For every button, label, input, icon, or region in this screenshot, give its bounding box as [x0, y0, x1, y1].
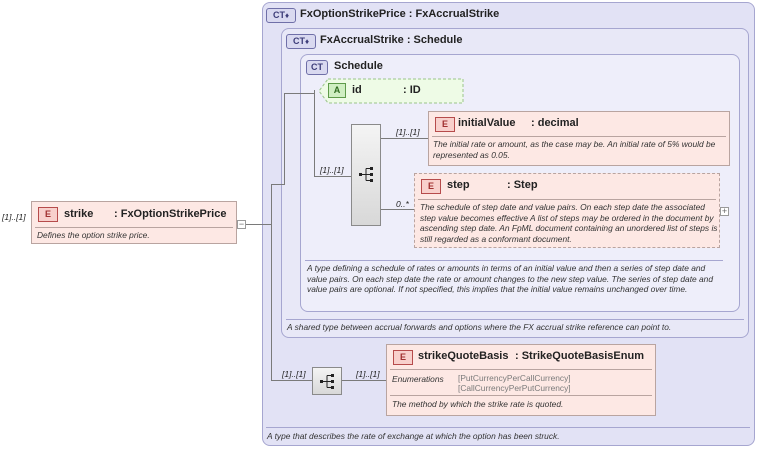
type-description: A type defining a schedule of rates or a… — [307, 263, 713, 294]
element-badge: E — [393, 350, 413, 365]
connector — [271, 380, 312, 381]
element-description: The initial rate or amount, as the case … — [433, 139, 716, 160]
element-type: : Step — [507, 179, 538, 191]
attribute-badge: A — [328, 83, 346, 98]
occurrence-label: 0..* — [396, 199, 409, 209]
connector — [390, 138, 428, 139]
connector — [284, 93, 285, 185]
expand-toggle[interactable]: + — [720, 206, 729, 216]
occurrence-label: [1]..[1] — [396, 127, 420, 137]
sequence-icon — [320, 374, 334, 389]
enumeration-value: [PutCurrencyPerCallCurrency] — [458, 373, 571, 383]
element-type: : decimal — [531, 117, 579, 129]
connector — [314, 176, 351, 177]
type-title: FxAccrualStrike : Schedule — [320, 34, 463, 46]
complex-type-badge: CT♦ — [266, 8, 296, 23]
element-type: : StrikeQuoteBasisEnum — [515, 350, 644, 362]
divider — [418, 199, 716, 200]
element-name: strikeQuoteBasis — [418, 350, 509, 362]
element-step[interactable]: E step : Step The schedule of step date … — [414, 173, 720, 248]
connector — [342, 380, 386, 381]
occurrence-label: [1]..[1] — [356, 369, 380, 379]
divider — [390, 395, 652, 396]
element-description: The method by which the strike rate is q… — [392, 399, 564, 409]
occurrence-label: [1]..[1] — [282, 369, 306, 379]
sequence-icon — [359, 167, 373, 182]
element-initialvalue[interactable]: E initialValue : decimal The initial rat… — [428, 111, 730, 166]
enumeration-value: [CallCurrencyPerPutCurrency] — [458, 383, 571, 393]
element-description: Defines the option strike price. — [37, 230, 150, 240]
collapse-toggle[interactable]: − — [237, 219, 246, 229]
type-title: Schedule — [334, 60, 383, 72]
divider — [432, 136, 726, 137]
sequence-compositor[interactable] — [312, 367, 342, 395]
attribute-name: id — [352, 84, 362, 96]
connector — [284, 93, 314, 94]
attribute-id[interactable] — [318, 78, 466, 104]
enumerations-label: Enumerations — [392, 374, 444, 384]
connector — [241, 224, 271, 225]
type-description: A type that describes the rate of exchan… — [267, 431, 560, 441]
type-title: FxOptionStrikePrice : FxAccrualStrike — [300, 8, 500, 20]
connector — [271, 184, 284, 185]
connector — [381, 138, 390, 139]
element-badge: E — [421, 179, 441, 194]
element-name: step — [447, 179, 470, 191]
element-name: initialValue — [458, 117, 516, 129]
element-type: : FxOptionStrikePrice — [114, 208, 227, 220]
divider — [35, 227, 233, 228]
complex-type-badge: CT — [306, 60, 328, 75]
divider — [305, 260, 723, 261]
attribute-type: : ID — [403, 84, 421, 96]
occurrence-label: [1]..[1] — [2, 212, 26, 222]
element-strikequotebasis[interactable]: E strikeQuoteBasis : StrikeQuoteBasisEnu… — [386, 344, 656, 416]
connector — [271, 184, 272, 380]
connector — [314, 90, 315, 176]
type-description: A shared type between accrual forwards a… — [287, 322, 672, 332]
element-strike[interactable]: E strike : FxOptionStrikePrice Defines t… — [31, 201, 237, 244]
divider — [390, 369, 652, 370]
complex-type-badge: CT♦ — [286, 34, 316, 49]
sequence-compositor[interactable] — [351, 124, 381, 226]
element-badge: E — [38, 207, 58, 222]
divider — [286, 319, 744, 320]
element-description: The schedule of step date and value pair… — [420, 202, 718, 244]
occurrence-label: [1]..[1] — [320, 165, 344, 175]
divider — [266, 427, 750, 428]
element-badge: E — [435, 117, 455, 132]
element-name: strike — [64, 208, 94, 220]
connector — [381, 209, 414, 210]
